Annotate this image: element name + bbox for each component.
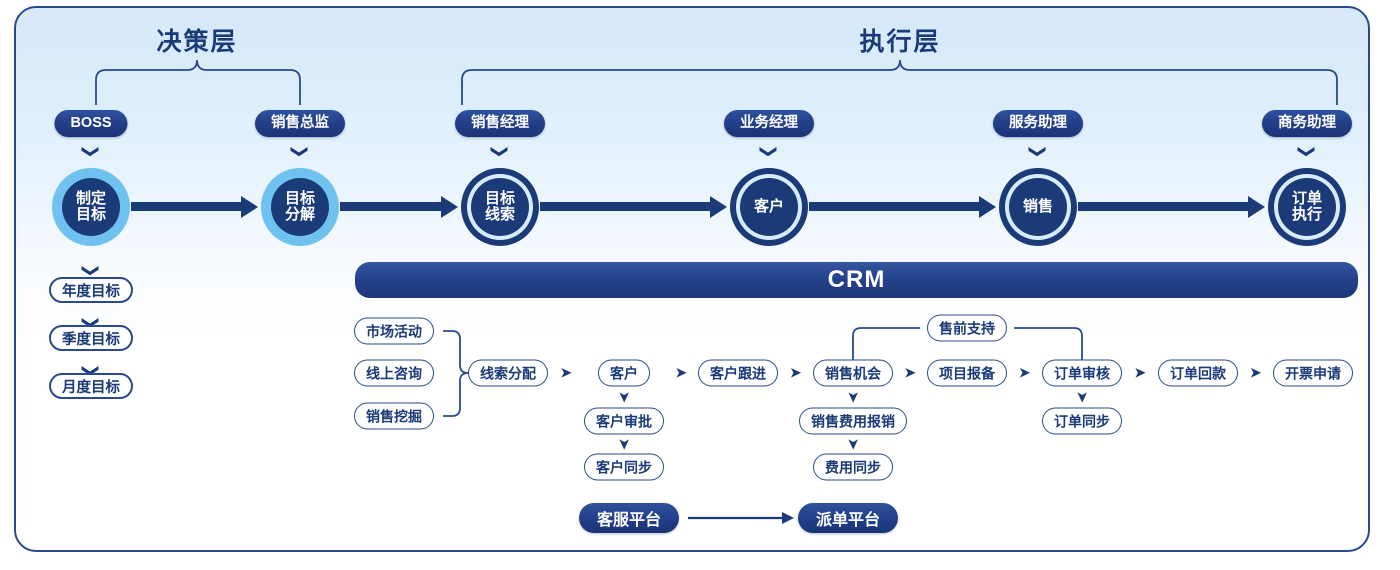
role-badge-4[interactable]: 业务经理 <box>724 110 814 137</box>
flow-branch-5[interactable]: 订单同步 <box>1042 407 1122 435</box>
group-title-1: 决策层 <box>156 28 238 56</box>
flow-arrow-down-4: ➤ <box>844 437 862 451</box>
chevron-down-icon-goal-0: ❯ <box>81 263 101 278</box>
platform-connector-arrow <box>688 512 794 524</box>
stage-circle-label-6: 订单执行 <box>1278 178 1336 236</box>
brace-execution <box>461 59 1338 105</box>
platform-to-pill[interactable]: 派单平台 <box>797 503 899 533</box>
flow-arrow-down-5: ➤ <box>1073 390 1091 404</box>
role-badge-3[interactable]: 销售经理 <box>455 110 545 137</box>
role-badge-6[interactable]: 商务助理 <box>1262 110 1352 137</box>
role-badge-5[interactable]: 服务助理 <box>993 110 1083 137</box>
flow-branch-1[interactable]: 客户审批 <box>584 407 664 435</box>
flow-branch-2[interactable]: 客户同步 <box>584 453 664 481</box>
stage-circle-label-3: 目标线索 <box>471 178 529 236</box>
chevron-down-icon-6: ❯ <box>1297 144 1317 159</box>
group-title-2: 执行层 <box>859 28 941 56</box>
flow-node-2[interactable]: 客户 <box>598 359 650 387</box>
stage-circle-3[interactable]: 目标线索 <box>461 168 539 246</box>
flow-node-1[interactable]: 线索分配 <box>468 359 548 387</box>
flow-arrow-down-3: ➤ <box>844 390 862 404</box>
flow-arrow-right-2: ➤ <box>674 364 688 382</box>
flow-node-8[interactable]: 开票申请 <box>1273 359 1353 387</box>
flow-node-7[interactable]: 订单回款 <box>1158 359 1238 387</box>
goal-pill-1[interactable]: 年度目标 <box>49 277 133 303</box>
stage-arrow-4 <box>809 202 981 211</box>
chevron-down-icon-5: ❯ <box>1028 144 1048 159</box>
chevron-down-icon-2: ❯ <box>290 144 310 159</box>
presale-support-pill[interactable]: 售前支持 <box>927 314 1007 342</box>
stage-circle-label-4: 客户 <box>740 178 798 236</box>
lead-source-pill-3[interactable]: 销售挖掘 <box>354 402 434 430</box>
brace-decision <box>95 59 301 105</box>
stage-arrow-2 <box>340 202 443 211</box>
lead-source-pill-2[interactable]: 线上咨询 <box>354 359 434 387</box>
platform-from-pill[interactable]: 客服平台 <box>578 503 680 533</box>
flow-node-3[interactable]: 客户跟进 <box>698 359 778 387</box>
lead-source-pill-1[interactable]: 市场活动 <box>354 317 434 345</box>
flow-arrow-right-3: ➤ <box>789 364 802 382</box>
chevron-down-icon-1: ❯ <box>81 144 101 159</box>
flow-arrow-down-1: ➤ <box>615 390 633 404</box>
stage-circle-4[interactable]: 客户 <box>730 168 808 246</box>
brace-lead-sources <box>443 330 469 417</box>
stage-circle-label-2: 目标分解 <box>271 178 329 236</box>
goal-pill-2[interactable]: 季度目标 <box>49 325 133 351</box>
stage-circle-label-5: 销售 <box>1009 178 1067 236</box>
stage-arrow-1 <box>131 202 243 211</box>
flow-node-5[interactable]: 项目报备 <box>927 359 1007 387</box>
flow-arrow-down-2: ➤ <box>615 437 633 451</box>
flow-arrow-right-7: ➤ <box>1249 364 1262 382</box>
stage-circle-2[interactable]: 目标分解 <box>261 168 339 246</box>
flow-branch-3[interactable]: 销售费用报销 <box>799 407 907 435</box>
stage-circle-5[interactable]: 销售 <box>999 168 1077 246</box>
stage-arrow-5 <box>1078 202 1250 211</box>
flow-arrow-right-4: ➤ <box>903 364 917 382</box>
stage-circle-6[interactable]: 订单执行 <box>1268 168 1346 246</box>
chevron-down-icon-3: ❯ <box>490 144 510 159</box>
chevron-down-icon-4: ❯ <box>759 144 779 159</box>
flow-arrow-right-1: ➤ <box>559 364 573 382</box>
stage-circle-label-1: 制定目标 <box>62 178 120 236</box>
flow-node-6[interactable]: 订单审核 <box>1042 359 1122 387</box>
role-badge-2[interactable]: 销售总监 <box>255 110 345 137</box>
flow-arrow-right-5: ➤ <box>1018 364 1031 382</box>
stage-circle-1[interactable]: 制定目标 <box>52 168 130 246</box>
flow-arrow-right-6: ➤ <box>1133 364 1147 382</box>
goal-pill-3[interactable]: 月度目标 <box>49 373 133 399</box>
crm-label: CRM <box>827 266 886 293</box>
role-badge-1[interactable]: BOSS <box>54 110 128 137</box>
flow-branch-4[interactable]: 费用同步 <box>813 453 893 481</box>
flow-node-4[interactable]: 销售机会 <box>813 359 893 387</box>
crm-bar[interactable]: CRM <box>355 262 1358 298</box>
stage-arrow-3 <box>540 202 712 211</box>
